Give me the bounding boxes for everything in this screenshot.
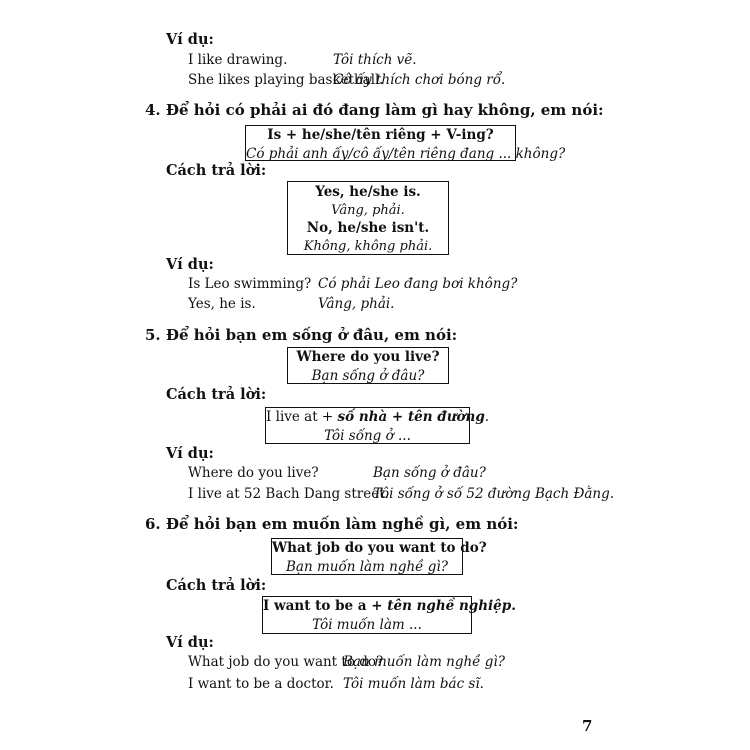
pattern-box: Where do you live? Bạn sống ở đâu?	[287, 347, 449, 384]
example-vi: Bạn muốn làm nghề gì?	[343, 654, 505, 670]
example-en: I live at 52 Bach Dang street.	[188, 486, 389, 502]
example-vi: Vâng, phải.	[318, 296, 395, 312]
section-heading: 4. Để hỏi có phải ai đó đang làm gì hay …	[145, 101, 604, 119]
example-vi: Có phải Leo đang bơi không?	[318, 276, 518, 292]
example-en: I like drawing.	[188, 52, 288, 68]
answer-yes: Yes, he/she is.	[315, 184, 421, 200]
example-en: Yes, he is.	[188, 296, 256, 312]
answer-pattern: I want to be a + tên nghề nghiệp.	[263, 598, 516, 614]
answer-no: No, he/she isn't.	[306, 220, 430, 236]
example-vi: Tôi muốn làm bác sĩ.	[343, 676, 484, 692]
answer-no-translation: Không, không phải.	[303, 239, 433, 254]
pattern-translation: Bạn sống ở đâu?	[311, 368, 425, 384]
example-label: Ví dụ:	[166, 31, 214, 48]
answer-yes-translation: Vâng, phải.	[331, 203, 405, 218]
answer-label: Cách trả lời:	[166, 162, 267, 179]
example-label: Ví dụ:	[166, 634, 214, 651]
example-label: Ví dụ:	[166, 445, 214, 462]
section-heading: 6. Để hỏi bạn em muốn làm nghề gì, em nó…	[145, 515, 519, 533]
section-heading: 5. Để hỏi bạn em sống ở đâu, em nói:	[145, 326, 458, 344]
pattern-box: What job do you want to do? Bạn muốn làm…	[271, 538, 487, 575]
example-en: I want to be a doctor.	[188, 676, 334, 692]
example-en: Where do you live?	[188, 465, 319, 481]
example-label: Ví dụ:	[166, 256, 214, 273]
pattern-translation: Bạn muốn làm nghề gì?	[286, 559, 448, 575]
page-number: 7	[582, 717, 593, 735]
example-en: Is Leo swimming?	[188, 276, 312, 292]
pattern-text: Where do you live?	[296, 349, 440, 365]
pattern-text: What job do you want to do?	[272, 540, 487, 556]
example-en: What job do you want to do?	[188, 654, 384, 670]
example-vi: Cô ấy thích chơi bóng rổ.	[333, 72, 506, 88]
pattern-text: Is + he/she/tên riêng + V-ing?	[267, 127, 494, 143]
example-vi: Tôi thích vẽ.	[333, 52, 417, 68]
pattern-box: Is + he/she/tên riêng + V-ing? Có phải a…	[245, 125, 566, 162]
example-vi: Bạn sống ở đâu?	[373, 465, 486, 481]
answer-label: Cách trả lời:	[166, 577, 267, 594]
pattern-translation: Có phải anh ấy/cô ấy/tên riêng đang ... …	[246, 146, 566, 162]
answer-box: I want to be a + tên nghề nghiệp. Tôi mu…	[262, 596, 516, 634]
answer-translation: Tôi muốn làm ...	[312, 617, 422, 633]
answer-pattern: I live at + số nhà + tên đường.	[266, 409, 490, 425]
answer-translation: Tôi sống ở ...	[324, 428, 411, 444]
example-en: She likes playing basketball.	[188, 72, 384, 88]
answer-box: I live at + số nhà + tên đường. Tôi sống…	[265, 407, 490, 444]
answer-box: Yes, he/she is. Vâng, phải. No, he/she i…	[287, 181, 449, 255]
example-vi: Tôi sống ở số 52 đường Bạch Đằng.	[373, 486, 615, 502]
answer-label: Cách trả lời:	[166, 386, 267, 403]
